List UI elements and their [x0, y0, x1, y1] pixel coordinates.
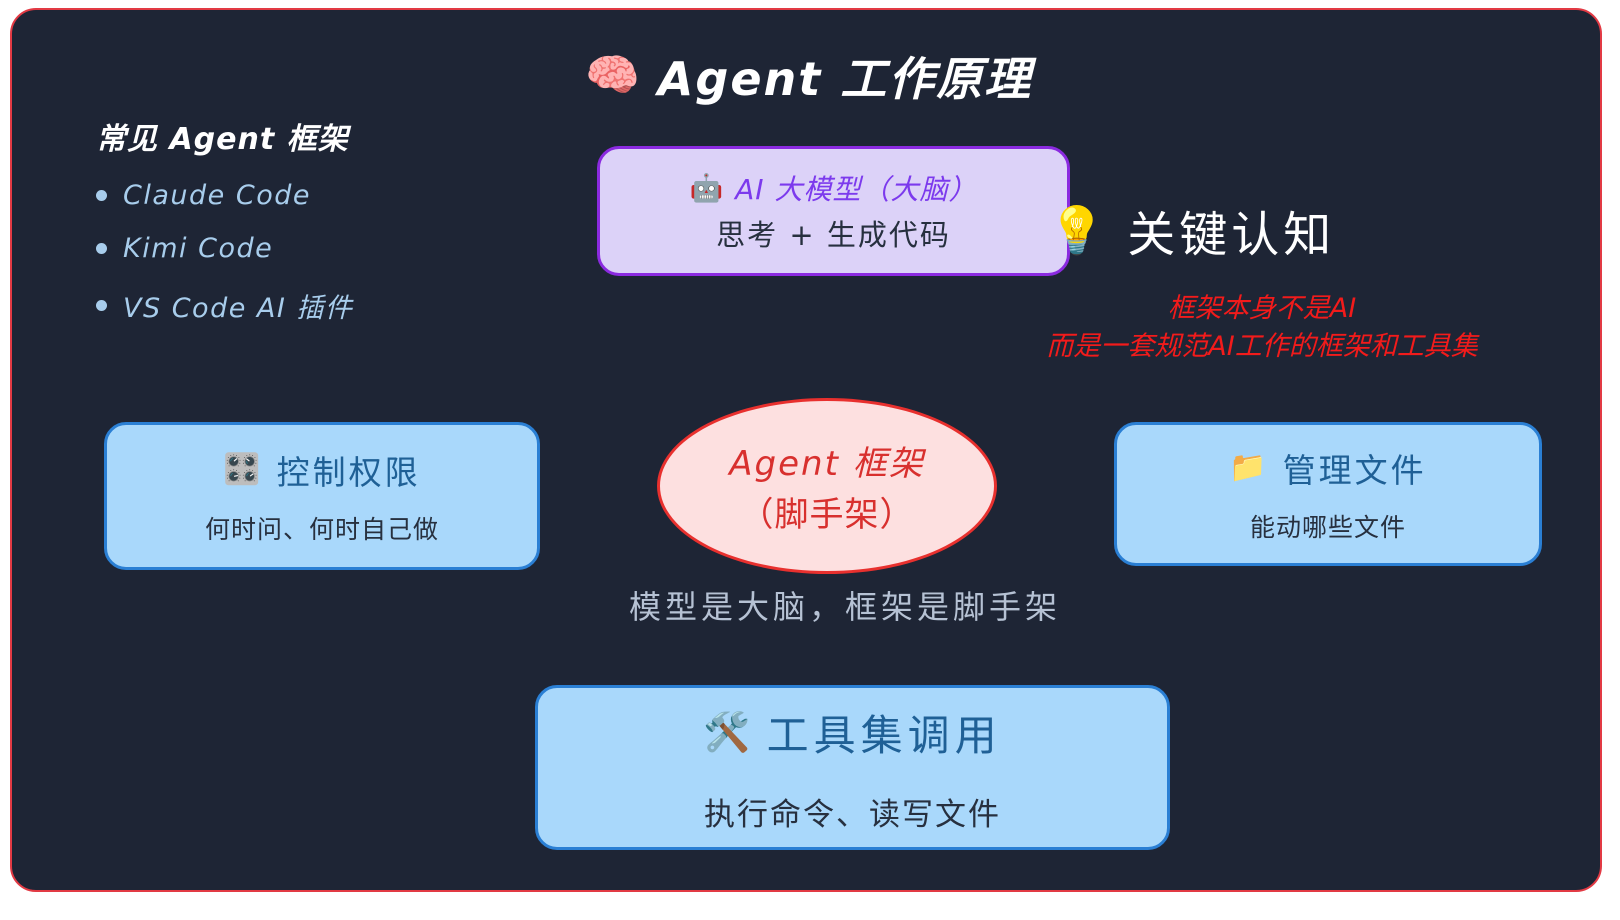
control-permissions-title-row: 🎛️ 控制权限 — [223, 446, 420, 494]
control-permissions-title: 控制权限 — [276, 453, 421, 492]
control-permissions-subtitle: 何时问、何时自己做 — [204, 515, 439, 544]
hammer-and-wrench-icon: 🛠️ — [703, 710, 751, 754]
framework-label: VS Code AI 插件 — [123, 293, 354, 324]
tool-invocation-subtitle: 执行命令、读写文件 — [704, 796, 1001, 833]
manage-files-card: 📁 管理文件 能动哪些文件 — [1114, 422, 1542, 566]
manage-files-subtitle: 能动哪些文件 — [1249, 513, 1406, 542]
bullet-icon — [96, 300, 107, 311]
page-title-text: Agent 工作原理 — [657, 52, 1033, 106]
bullet-icon — [96, 190, 107, 201]
control-permissions-card: 🎛️ 控制权限 何时问、何时自己做 — [104, 422, 540, 570]
key-insight-title: 关键认知 — [1127, 207, 1336, 263]
list-item: VS Code AI 插件 — [96, 286, 516, 325]
agent-framework-sublabel: （脚手架） — [739, 495, 915, 535]
bullet-icon — [96, 243, 107, 254]
framework-label: Kimi Code — [123, 233, 274, 264]
folder-icon: 📁 — [1229, 450, 1267, 485]
lightbulb-icon: 💡 — [1048, 203, 1106, 257]
tool-invocation-card: 🛠️ 工具集调用 执行命令、读写文件 — [535, 685, 1170, 850]
list-item: Claude Code — [96, 180, 516, 211]
list-item: Kimi Code — [96, 233, 516, 264]
ai-model-box: 🤖 AI 大模型（大脑） 思考 + 生成代码 — [597, 146, 1070, 276]
tool-invocation-title: 工具集调用 — [766, 710, 1002, 760]
robot-icon: 🤖 — [689, 172, 724, 204]
agent-framework-ellipse: Agent 框架 （脚手架） — [657, 398, 997, 574]
frameworks-heading: 常见 Agent 框架 — [96, 122, 349, 157]
key-insight-line: 框架本身不是AI — [1167, 293, 1357, 324]
manage-files-title: 管理文件 — [1282, 451, 1427, 490]
manage-files-title-row: 📁 管理文件 — [1229, 444, 1426, 492]
tool-invocation-title-row: 🛠️ 工具集调用 — [703, 702, 1001, 763]
ai-model-title-row: 🤖 AI 大模型（大脑） — [690, 168, 978, 208]
diagram-canvas: 🧠 Agent 工作原理 常见 Agent 框架 Claude Code Kim… — [10, 8, 1602, 892]
key-insight-line: 而是一套规范AI工作的框架和工具集 — [1046, 331, 1478, 363]
agent-framework-label: Agent 框架 — [729, 444, 925, 484]
key-insight-heading: 💡 关键认知 — [1048, 195, 1548, 265]
brain-icon: 🧠 — [585, 50, 640, 101]
ai-model-subtitle: 思考 + 生成代码 — [716, 218, 951, 252]
control-knobs-icon: 🎛️ — [223, 452, 261, 487]
page-title: 🧠 Agent 工作原理 — [585, 40, 1105, 112]
key-insight-body: 框架本身不是AI 而是一套规范AI工作的框架和工具集 — [952, 290, 1572, 367]
caption-text: 模型是大脑，框架是脚手架 — [628, 588, 1061, 626]
framework-label: Claude Code — [123, 180, 311, 211]
ai-model-title: AI 大模型（大脑） — [735, 173, 978, 206]
frameworks-list: 常见 Agent 框架 Claude Code Kimi Code VS Cod… — [96, 114, 516, 347]
